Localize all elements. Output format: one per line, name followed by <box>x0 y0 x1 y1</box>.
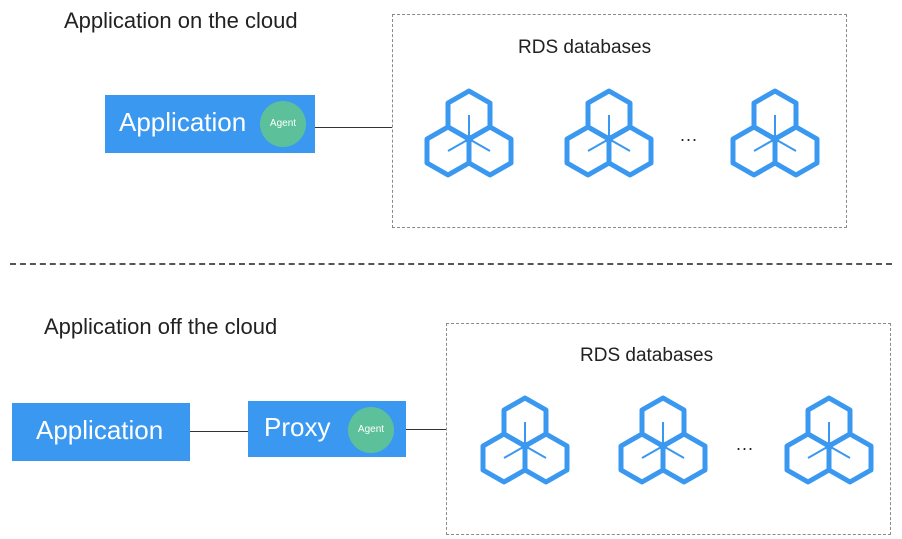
top-application-label: Application <box>119 107 247 137</box>
rds-database-icon <box>564 88 654 178</box>
section-divider <box>10 263 892 265</box>
top-ellipsis: ... <box>680 125 699 145</box>
bottom-ellipsis: ... <box>736 434 755 454</box>
top-agent-badge: Agent <box>260 101 306 147</box>
bottom-application-box: Application <box>12 403 190 461</box>
rds-database-icon <box>424 88 514 178</box>
bottom-section-title: Application off the cloud <box>44 314 278 339</box>
top-connector-line <box>315 127 392 128</box>
bottom-rds-group-label: RDS databases <box>580 345 714 366</box>
top-application-box: Application Agent <box>105 95 315 153</box>
bottom-application-label: Application <box>36 415 164 445</box>
app-proxy-connector-line <box>190 431 248 432</box>
proxy-label: Proxy <box>264 412 331 442</box>
rds-database-icon <box>730 88 820 178</box>
top-rds-group-label: RDS databases <box>518 37 652 58</box>
bottom-agent-badge: Agent <box>348 407 394 453</box>
proxy-box: Proxy Agent <box>248 401 406 457</box>
proxy-rds-connector-line <box>406 429 446 430</box>
bottom-rds-group: RDS databases ... <box>446 323 891 535</box>
rds-database-icon <box>618 395 708 485</box>
rds-database-icon <box>480 395 570 485</box>
top-section-title: Application on the cloud <box>64 8 298 33</box>
top-rds-group: RDS databases ... <box>392 14 847 228</box>
rds-database-icon <box>784 395 874 485</box>
